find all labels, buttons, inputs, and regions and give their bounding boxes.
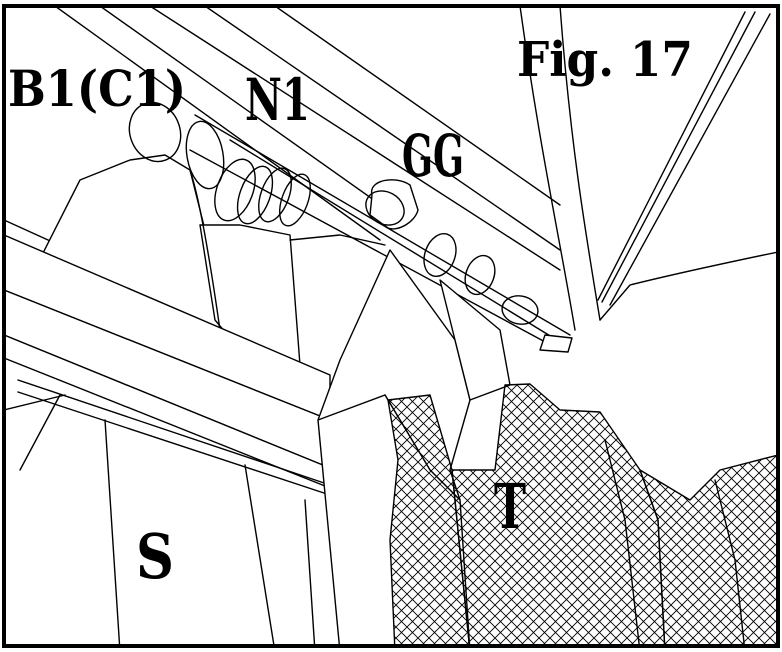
label-gg: GG	[402, 122, 464, 190]
curtain-rod	[189, 114, 573, 353]
label-t: T	[494, 470, 526, 543]
figure-frame	[2, 4, 780, 648]
figure-title: Fig. 17	[517, 32, 693, 88]
hatched-fabric-t	[387, 383, 778, 646]
label-n1: N1	[245, 66, 310, 134]
label-b1-c1: B1(C1)	[8, 59, 186, 118]
label-s: S	[136, 520, 174, 593]
side-rail	[597, 11, 771, 306]
curtain-rings	[128, 101, 539, 325]
